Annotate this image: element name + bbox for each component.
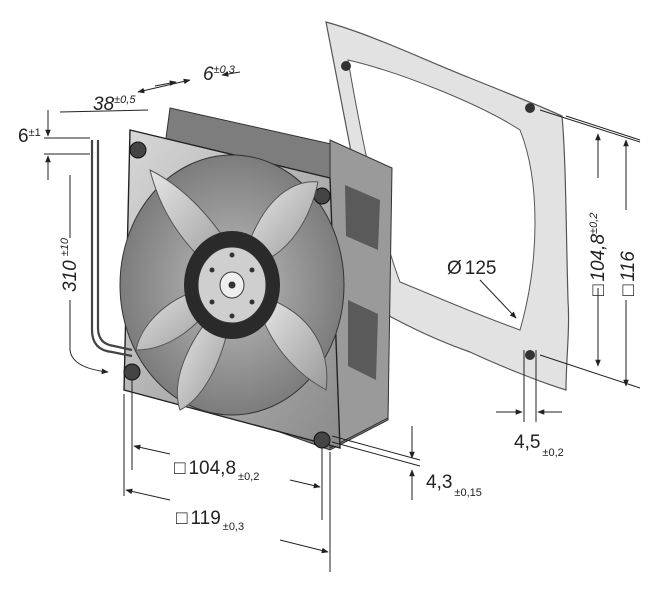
label-hole-diameter: 4,3±0,15 [426, 472, 482, 499]
label-gasket-hole-spacing: □104,8±0,2 [588, 213, 609, 296]
frame-hole-top-left [129, 141, 147, 159]
label-flange: 6±0,3 [203, 64, 236, 85]
dimension-lines [44, 71, 641, 572]
dimension-labels: 38±0,5 6±0,3 6±1 310±10 □104,8±0,2 □116 … [18, 64, 639, 533]
gasket-hole-top-left [341, 61, 351, 71]
fan-hub [184, 231, 280, 339]
lead-wires [90, 140, 133, 358]
gasket-hole-bottom-right [525, 350, 535, 360]
gasket-hole-top-right [525, 103, 535, 113]
frame-hole-bottom-left [123, 363, 141, 381]
label-gasket-hole: 4,5±0,2 [514, 432, 564, 459]
label-wire-length: 310±10 [59, 237, 81, 292]
label-depth: 38±0,5 [93, 94, 136, 115]
label-frame-size: □119±0,3 [176, 508, 244, 533]
label-hole-spacing: □104,8±0,2 [174, 458, 259, 483]
label-wire-offset: 6±1 [18, 126, 41, 147]
label-gasket-size: □116 [618, 251, 639, 296]
frame-hole-bottom-right [313, 431, 331, 449]
